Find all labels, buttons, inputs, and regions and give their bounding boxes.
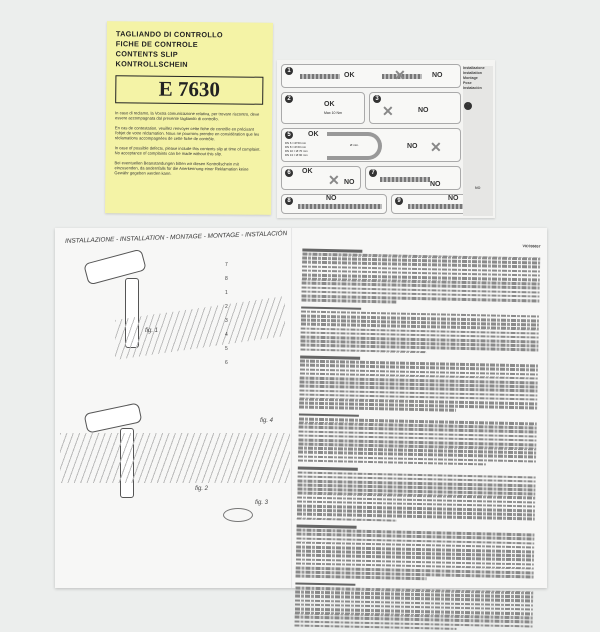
step-number: 6 (285, 169, 293, 177)
section-heading-bar (300, 355, 361, 360)
text-page: VIC036657 (294, 240, 541, 631)
cross-icon: ✕ (430, 139, 442, 155)
step-6-panel: 6 OK ✕ NO (281, 166, 361, 190)
no-label: NO (326, 195, 337, 202)
section-heading-bar (296, 524, 357, 529)
step-number: 9 (395, 197, 403, 205)
contents-slip: TAGLIANDO DI CONTROLLO FICHE DE CONTROLE… (104, 21, 274, 215)
cross-icon: ✕ (394, 67, 406, 83)
step-8-panel: 8 NO (281, 194, 387, 214)
no-label: NO (475, 186, 481, 190)
step-7-panel: 7 NO (365, 166, 461, 190)
side-label: Installation (463, 71, 482, 75)
side-label: Installazione (463, 66, 485, 70)
ok-label: OK (324, 101, 335, 108)
step-3-panel: 3 ✕ NO (369, 92, 461, 124)
text-line (295, 574, 427, 581)
slip-text-de: Bei eventuellen Beanstandungen bitten wi… (114, 160, 249, 176)
fig-1-label: fig. 1 (145, 328, 159, 334)
step-number: 7 (369, 169, 377, 177)
slip-text-fr: En cas de contestation, veuillez renvoye… (114, 125, 260, 142)
step-number: 8 (285, 197, 293, 205)
slip-text-it: In caso di reclamo, la Vostra comunicazi… (114, 110, 260, 122)
dn-label: DN 8 = Ø 60 mm (285, 145, 307, 149)
sink-drawing-2 (60, 433, 290, 483)
no-label: NO (430, 181, 441, 188)
ok-label: OK (308, 131, 319, 138)
slip-text-en: In case of possible defects, please incl… (114, 145, 261, 157)
fig-2-label: fig. 2 (195, 486, 209, 492)
side-label: Montage (463, 76, 478, 80)
ring-part (223, 508, 253, 522)
text-line (296, 517, 397, 522)
step-number: 5 (285, 131, 293, 139)
cross-icon: ✕ (328, 172, 340, 188)
fig-3-label: fig. 3 (255, 500, 269, 506)
sink-drawing (115, 296, 285, 360)
no-label: NO (344, 179, 355, 186)
section-heading-bar (297, 466, 358, 471)
step-number: 1 (285, 67, 293, 75)
document-code: VIC036657 (522, 244, 541, 249)
step-4-panel: Installazione Installation Montage Pose … (463, 66, 493, 216)
text-line (300, 348, 427, 354)
dn-label: DN 13 = Ø 90 mm (285, 153, 308, 157)
hose-instruction-card: 1 OK ✕ NO 2 OK Max 10 Nm 3 ✕ NO 5 OK DN … (277, 60, 495, 218)
min-bend-label: Ø min. (350, 143, 359, 147)
step-2-panel: 2 OK Max 10 Nm (281, 92, 365, 124)
instruction-booklet: INSTALLAZIONE - INSTALLATION - MONTAGE -… (55, 228, 547, 631)
step-1-panel: 1 OK ✕ NO (281, 64, 461, 88)
ok-label: OK (344, 72, 355, 79)
step-number: 2 (285, 95, 293, 103)
side-label: Pose (463, 81, 472, 85)
dn-label: DN 10 = Ø 70 mm (285, 149, 308, 153)
step-number: 3 (373, 95, 381, 103)
fig-4-label: fig. 4 (260, 418, 274, 424)
section-heading-bar (301, 306, 362, 311)
no-label: NO (407, 143, 418, 150)
slip-code: E 7630 (115, 75, 264, 105)
no-label: NO (448, 195, 459, 202)
section-heading-bar (302, 248, 363, 253)
torque-label: Max 10 Nm (324, 111, 342, 115)
text-line (301, 298, 397, 304)
slip-heading-de: KONTROLLSCHEIN (115, 59, 188, 69)
section-heading-bar (298, 413, 359, 418)
cross-icon: ✕ (382, 103, 394, 119)
booklet-title: INSTALLAZIONE - INSTALLATION - MONTAGE -… (64, 230, 288, 245)
no-label: NO (418, 107, 429, 114)
dn-label: DN 6 = Ø 50 mm (285, 141, 307, 145)
step-5-panel: 5 OK DN 6 = Ø 50 mm DN 8 = Ø 60 mm DN 10… (281, 128, 461, 162)
section-heading-bar (295, 582, 356, 587)
booklet-fold (291, 228, 293, 588)
ok-label: OK (302, 168, 313, 175)
no-label: NO (432, 72, 443, 79)
side-label: Instalación (463, 86, 482, 90)
step-number: 4 (464, 102, 472, 110)
